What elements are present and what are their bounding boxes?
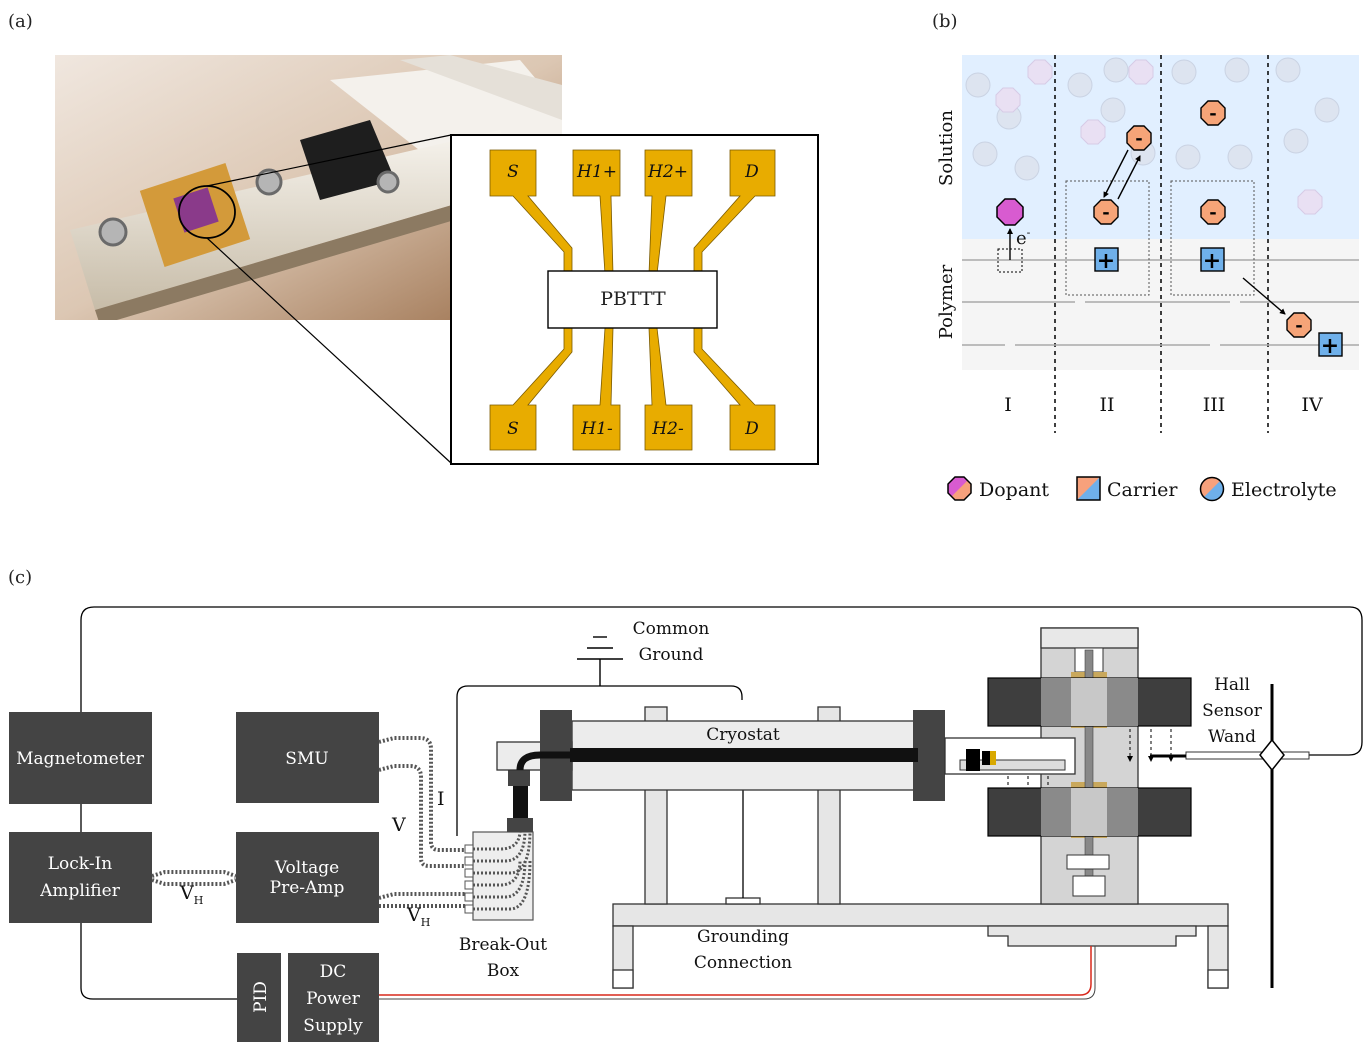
hall-wand-label-2: Sensor [1202,701,1263,721]
pad-label-top-d: D [744,162,759,182]
lockin-amplifier-box: Lock-In Amplifier [9,832,152,923]
panel-a: PBTTT S H1+ H2+ D S H1- H2- D [55,55,818,464]
breakout-label-2: Box [487,961,520,981]
svg-text:-: - [1102,202,1109,223]
dopant-octagon [997,199,1023,225]
svg-text:SMU: SMU [285,749,328,769]
pad-label-bottom-d: D [744,419,759,439]
svg-text:+: + [1203,248,1221,274]
svg-text:Lock-In: Lock-In [48,854,113,874]
carrier-iii: + [1201,248,1224,274]
panel-label-a: (a) [8,11,33,32]
svg-text:-: - [1209,103,1216,124]
electrolyte-icon [1200,477,1224,501]
polymer-label: Polymer [936,264,957,339]
breakout-connector-bottom [507,818,533,832]
panel-b: e- - - + - - + [936,55,1359,501]
electrolyte-ion-iv: - [1287,313,1311,337]
pid-box: PID [237,953,281,1042]
pad-label-bottom-s: S [507,419,519,439]
breakout-connector-top [508,770,530,786]
breakout-box [465,830,533,920]
hall-wand-label-3: Wand [1208,727,1256,747]
signal-label-vh-right: VH [406,904,430,929]
svg-text:Supply: Supply [303,1016,363,1036]
hall-wand-label-1: Hall [1214,675,1250,695]
column-label-ii: II [1099,394,1114,416]
svg-text:-: - [1209,202,1216,223]
signal-label-v: V [391,814,406,836]
breakout-label-1: Break-Out [459,935,547,955]
pad-label-top-s: S [507,162,519,182]
lockin-pid-wire [81,923,237,999]
dopant-icon [948,477,971,500]
panel-label-b: (b) [932,11,958,32]
grounding-label-1: Grounding [697,927,789,947]
solution-label: Solution [936,110,957,186]
cryostat-label: Cryostat [706,725,780,745]
smu-box: SMU [236,712,379,803]
electrolyte-ion-ii-bottom: - [1094,200,1118,224]
electrolyte-ion-iii-top: - [1201,101,1225,125]
svg-text:Magnetometer: Magnetometer [16,749,145,769]
svg-text:+: + [1097,248,1115,274]
svg-text:Amplifier: Amplifier [39,881,121,901]
ground-symbol [577,637,623,686]
carrier-icon [1077,477,1100,500]
pad-label-bottom-h2minus: H2- [651,419,684,439]
column-label-iv: IV [1301,394,1323,416]
pad-label-top-h2plus: H2+ [647,162,688,182]
legend-label-carrier: Carrier [1107,479,1178,501]
magnetometer-box: Magnetometer [9,712,152,804]
svg-text:PID: PID [251,981,271,1013]
svg-text:Voltage: Voltage [274,858,339,878]
legend-label-dopant: Dopant [979,479,1049,501]
svg-text:Pre-Amp: Pre-Amp [270,878,345,898]
svg-text:Power: Power [306,989,361,1009]
breakout-connector-shaft [513,786,528,818]
carrier-iv: + [1319,333,1342,359]
electrolyte-ion-ii-top: - [1127,126,1151,150]
electrolyte-ion-iii-bottom: - [1201,200,1225,224]
legend-label-electrolyte: Electrolyte [1231,479,1337,501]
column-label-i: I [1004,394,1012,416]
panel-c: Common Ground Magnetometer SMU Lock-In A… [9,607,1362,1042]
common-ground-label-1: Common [633,619,710,639]
svg-text:-: - [1135,128,1142,149]
svg-text:DC: DC [320,962,347,982]
column-label-iii: III [1203,394,1226,416]
pad-label-top-h1plus: H1+ [576,162,617,182]
pad-label-bottom-h1minus: H1- [580,419,613,439]
svg-text:-: - [1295,315,1302,336]
carrier-ii: + [1095,248,1118,274]
voltage-preamp-box: Voltage Pre-Amp [236,832,379,923]
legend: Dopant Carrier Electrolyte [948,477,1337,501]
pbttt-label: PBTTT [600,288,666,310]
grounding-label-2: Connection [694,953,792,973]
svg-text:+: + [1321,333,1339,359]
panel-label-c: (c) [8,567,32,588]
signal-label-i: I [437,788,445,810]
common-ground-label-2: Ground [639,645,704,665]
dc-power-supply-box: DC Power Supply [288,953,379,1042]
